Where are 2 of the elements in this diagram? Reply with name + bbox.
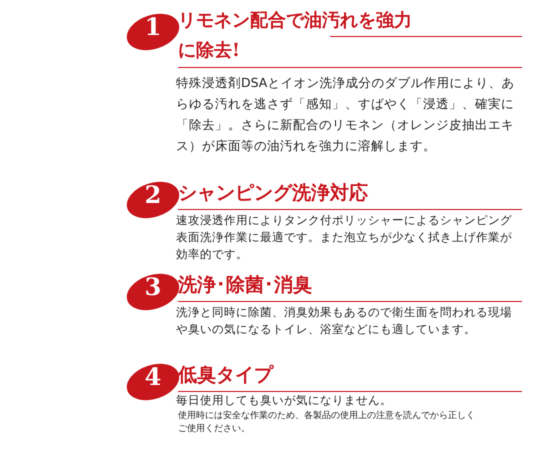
caution-note: 使用時には安全な作業のため、各製品の使用上の注意を読んでから正しくご使用ください。: [178, 410, 476, 436]
feature-description: 特殊浸透剤DSAとイオン洗浄成分のダブル作用により、あらゆる汚れを逃さず「感知」、すばやく「浸透」、確実に「除去」。さらに新配合のリモネン（オレンジ皮抽出エキス）が床面等の油汚れを強力に溶解します。: [176, 74, 516, 155]
